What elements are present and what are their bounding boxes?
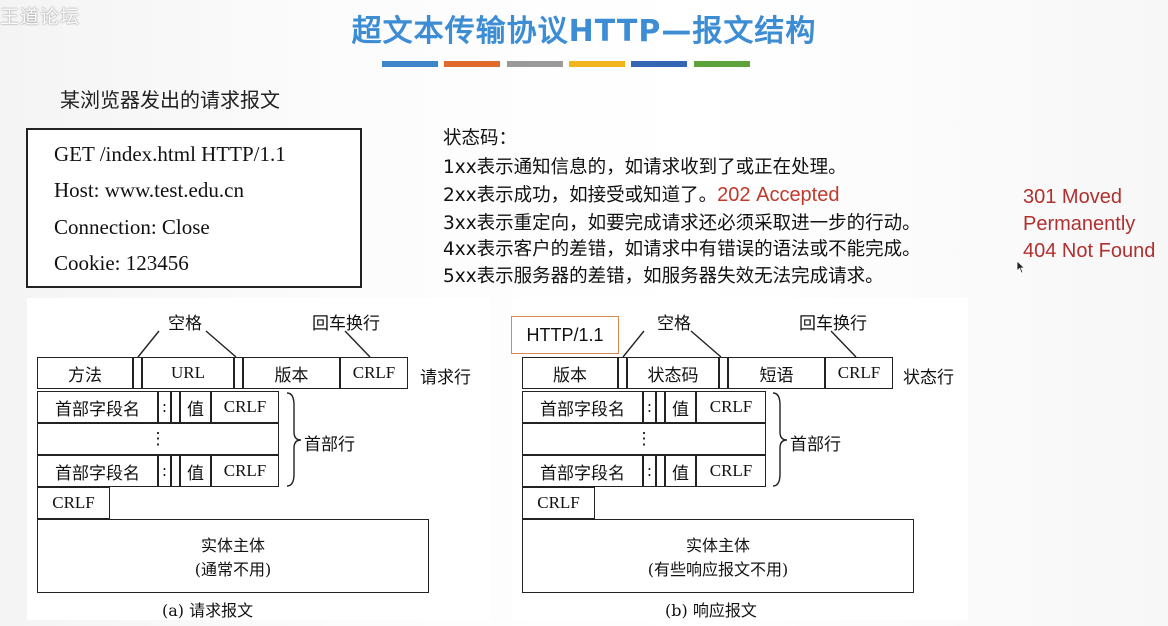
resp-version-cell: 版本	[522, 357, 618, 389]
resp-phrase-cell: 短语	[728, 357, 825, 389]
req-space-cell	[234, 357, 243, 389]
color-bar	[382, 61, 752, 67]
note-301-line1: 301 Moved	[1023, 186, 1122, 208]
resp-crlf-cell: CRLF	[825, 357, 893, 389]
req-crlf-label: 回车换行	[312, 314, 380, 334]
resp-value-cell: 值	[665, 391, 696, 423]
req-header-ellipsis-cell: ⋮	[37, 423, 279, 455]
resp-space-label: 空格	[657, 314, 691, 334]
slide-title: 超文本传输协议HTTP—报文结构	[351, 14, 817, 49]
color-bar-segment	[507, 61, 563, 67]
req-header-field-cell: 首部字段名	[37, 455, 158, 487]
cookie-header: Cookie: 123456	[54, 251, 189, 275]
http-version-tag: HTTP/1.1	[511, 316, 619, 354]
req-header-field-cell: 首部字段名	[37, 391, 158, 423]
status-1xx: 1xx表示通知信息的，如请求收到了或正在处理。	[443, 157, 847, 178]
req-value-cell: 值	[180, 455, 211, 487]
resp-body-cell: 实体主体 (有些响应报文不用)	[522, 519, 914, 593]
note-404: 404 Not Found	[1023, 240, 1156, 262]
req-body-cell: 实体主体 (通常不用)	[37, 519, 429, 593]
req-space-cell	[171, 455, 180, 487]
resp-space-cell	[719, 357, 728, 389]
req-space-cell	[171, 391, 180, 423]
req-space-label: 空格	[168, 314, 202, 334]
resp-body-note: (有些响应报文不用)	[647, 560, 789, 579]
resp-diagram-caption: (b) 响应报文	[665, 601, 757, 620]
resp-colon-cell: :	[643, 391, 656, 423]
resp-header-label: 首部行	[790, 435, 841, 455]
color-bar-segment	[631, 61, 687, 67]
color-bar-segment	[382, 61, 438, 67]
status-4xx: 4xx表示客户的差错，如请求中有错误的语法或不能完成。	[443, 239, 921, 260]
req-url-cell: URL	[142, 357, 234, 389]
resp-blank-crlf-cell: CRLF	[522, 487, 595, 519]
resp-header-crlf-cell: CRLF	[696, 391, 766, 423]
req-header-crlf-cell: CRLF	[211, 455, 279, 487]
req-header-crlf-cell: CRLF	[211, 391, 279, 423]
host-header: Host: www.test.edu.cn	[54, 178, 244, 202]
resp-space-cell	[618, 357, 627, 389]
resp-header-field-cell: 首部字段名	[522, 455, 643, 487]
req-body-title: 实体主体	[200, 536, 265, 555]
color-bar-segment	[444, 61, 500, 67]
req-space-cell	[133, 357, 142, 389]
note-301-line2: Permanently	[1023, 213, 1136, 235]
status-heading: 状态码：	[443, 128, 518, 149]
color-bar-segment	[569, 61, 625, 67]
resp-header-crlf-cell: CRLF	[696, 455, 766, 487]
watermark: 王道论坛	[0, 6, 81, 28]
request-example-caption: 某浏览器发出的请求报文	[60, 88, 280, 112]
resp-space-cell	[656, 391, 665, 423]
req-crlf-cell: CRLF	[340, 357, 408, 389]
req-colon-cell: :	[158, 391, 171, 423]
req-colon-cell: :	[158, 455, 171, 487]
resp-line-label: 状态行	[903, 368, 954, 388]
req-body-note: (通常不用)	[194, 560, 272, 579]
req-line-label: 请求行	[420, 368, 471, 388]
status-5xx: 5xx表示服务器的差错，如服务器失效无法完成请求。	[443, 266, 884, 287]
resp-colon-cell: :	[643, 455, 656, 487]
status-3xx: 3xx表示重定向，如要完成请求还必须采取进一步的行动。	[443, 213, 921, 234]
resp-body-title: 实体主体	[685, 536, 750, 555]
req-version-cell: 版本	[243, 357, 340, 389]
resp-header-field-cell: 首部字段名	[522, 391, 643, 423]
resp-value-cell: 值	[665, 455, 696, 487]
req-value-cell: 值	[180, 391, 211, 423]
req-method-cell: 方法	[37, 357, 133, 389]
request-example-box: GET /index.html HTTP/1.1 Host: www.test.…	[26, 128, 362, 288]
resp-space-cell	[656, 455, 665, 487]
req-diagram-caption: (a) 请求报文	[162, 601, 254, 620]
color-bar-segment	[694, 61, 750, 67]
status-2xx: 2xx表示成功，如接受或知道了。	[443, 185, 718, 206]
resp-crlf-label: 回车换行	[799, 314, 867, 334]
resp-status-code-cell: 状态码	[627, 357, 719, 389]
req-blank-crlf-cell: CRLF	[37, 487, 110, 519]
resp-header-ellipsis-cell: ⋮	[522, 423, 766, 455]
request-line: GET /index.html HTTP/1.1	[54, 142, 286, 166]
example-202: 202 Accepted	[717, 184, 840, 206]
req-header-label: 首部行	[304, 435, 355, 455]
status-2xx-row: 2xx表示成功，如接受或知道了。202 Accepted	[443, 181, 840, 207]
connection-header: Connection: Close	[54, 215, 210, 239]
mouse-cursor-icon	[1016, 260, 1026, 274]
